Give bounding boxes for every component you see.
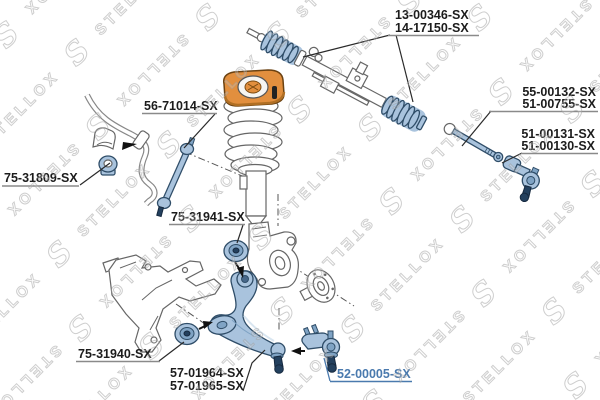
ball-stud — [519, 192, 530, 203]
part-number-link[interactable]: 52-00005-SX — [337, 367, 411, 381]
assembly-axis-lines — [175, 151, 355, 332]
mount-slot — [272, 86, 277, 99]
part-number[interactable]: 75-31940-SX — [78, 347, 152, 361]
pinion-input-shaft — [354, 61, 369, 76]
label-ball-joint-highlighted[interactable]: 52-00005-SX — [330, 367, 412, 383]
inner-tie-rod — [443, 122, 504, 163]
link-mount-tab — [239, 175, 248, 190]
part-number[interactable]: 57-01965-SX — [170, 379, 244, 393]
part-number[interactable]: 51-00131-SX — [521, 127, 595, 141]
stabilizer-link — [156, 136, 196, 218]
arrow-to-arm-balljoint — [291, 347, 301, 355]
part-number[interactable]: 51-00755-SX — [522, 97, 596, 111]
part-number[interactable]: 75-31809-SX — [4, 171, 78, 185]
part-number[interactable]: 51-00130-SX — [521, 139, 595, 153]
control-arm — [207, 270, 286, 374]
tie-rod-end — [502, 155, 540, 203]
steering-knuckle — [246, 221, 299, 290]
stabilizer-bar — [84, 93, 158, 207]
bar-mount-collar — [132, 130, 150, 150]
arrow-to-bar — [122, 142, 137, 150]
arm-ball-stud — [274, 364, 284, 374]
arrow-to-arm-eye — [237, 266, 244, 278]
arrow-to-rear-plate — [203, 321, 213, 329]
label-stabilizer-bushing[interactable]: 75-31809-SX — [2, 171, 79, 187]
label-boot-kit[interactable]: 13-00346-SX 14-17150-SX — [388, 8, 479, 37]
label-arm-rear-bushing[interactable]: 75-31940-SX — [76, 347, 160, 363]
label-tie-rod-end[interactable]: 51-00131-SX 51-00130-SX — [521, 127, 598, 155]
label-control-arm[interactable]: 57-01964-SX 57-01965-SX — [170, 366, 244, 393]
boot-clamp — [415, 115, 428, 131]
part-number[interactable]: 13-00346-SX — [395, 8, 469, 22]
assembly-arrows — [122, 142, 305, 355]
stabilizer-bushing — [98, 155, 118, 176]
part-number[interactable]: 75-31941-SX — [171, 210, 245, 224]
labels: 13-00346-SX 14-17150-SX 55-00132-SX 51-0… — [2, 8, 598, 393]
rack-bracket — [319, 75, 340, 94]
wheel-hub — [299, 269, 336, 303]
part-number[interactable]: 55-00132-SX — [522, 85, 596, 99]
label-stabilizer-link[interactable]: 56-71014-SX — [142, 99, 218, 115]
label-arm-front-bushing[interactable]: 75-31941-SX — [169, 210, 245, 226]
leader-lines — [79, 34, 523, 392]
label-inner-tie-rod[interactable]: 55-00132-SX 51-00755-SX — [489, 85, 598, 113]
arm-rear-bushing — [174, 322, 200, 346]
strut-assembly — [223, 96, 283, 230]
stabilizer-clamp — [92, 127, 116, 150]
part-number[interactable]: 57-01964-SX — [170, 366, 244, 380]
arm-front-bushing — [223, 239, 249, 263]
ball-stud — [327, 363, 337, 373]
strut-top-mount — [222, 69, 286, 107]
subframe — [102, 254, 222, 353]
part-number[interactable]: 56-71014-SX — [144, 99, 218, 113]
ball-joint-highlighted — [301, 323, 341, 373]
part-number[interactable]: 14-17150-SX — [395, 21, 469, 35]
strut-body — [245, 170, 267, 217]
rack-tube — [301, 55, 388, 109]
